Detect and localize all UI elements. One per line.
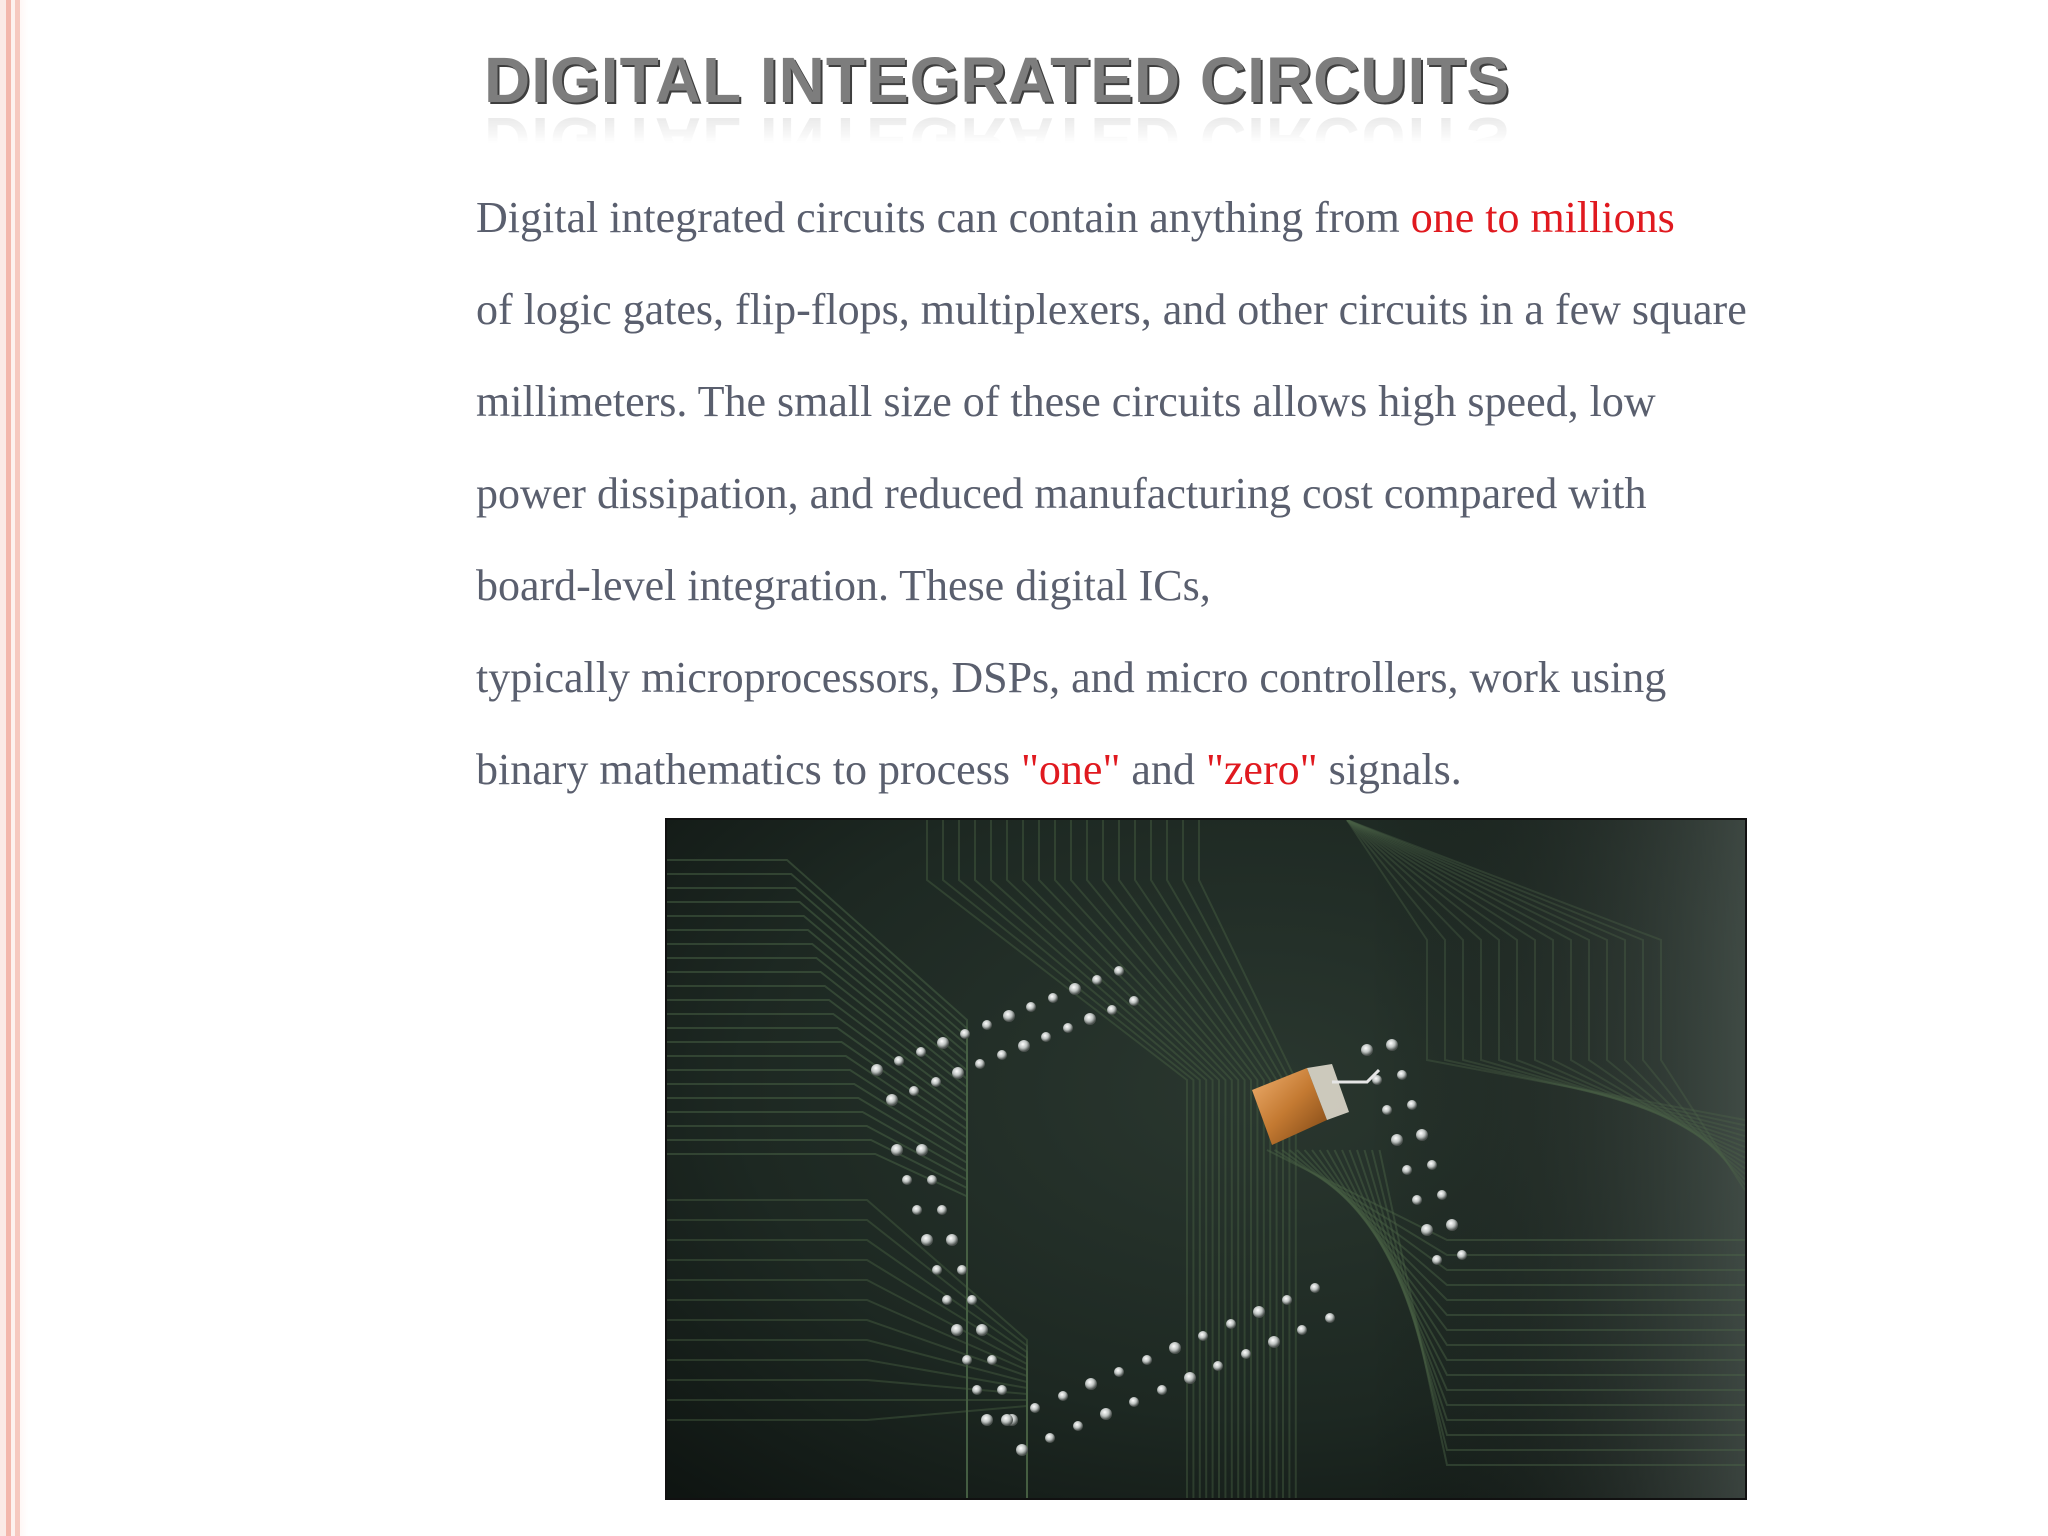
paragraph-line: board-level integration. These digital I… [476,561,1211,610]
highlighted-text: "one" [1020,745,1121,794]
ic-chip [1252,1064,1381,1145]
paragraph-line: power dissipation, and reduced manufactu… [476,469,1647,518]
slide-left-border [0,0,28,1536]
highlighted-text: one to millions [1410,193,1675,242]
circuit-board-photo [665,818,1747,1500]
highlighted-text: "zero" [1205,745,1318,794]
circuit-board-illustration [667,820,1745,1498]
paragraph-text: Digital integrated circuits can contain … [476,193,1411,242]
paragraph-line: binary mathematics to process "one" and … [476,724,2036,816]
slide-body-paragraph: Digital integrated circuits can contain … [476,172,2036,816]
paragraph-text: signals. [1317,745,1462,794]
paragraph-line: typically microprocessors, DSPs, and mic… [476,653,1667,702]
paragraph-text: binary mathematics to process [476,745,1021,794]
slide-title-reflection: DIGITAL INTEGRATED CIRCUITS [484,104,1511,176]
paragraph-line: millimeters. The small size of these cir… [476,377,1656,426]
paragraph-line: of logic gates, flip-flops, multiplexers… [476,285,1747,334]
slide-title: DIGITAL INTEGRATED CIRCUITS [484,44,1511,116]
slide-title-block: DIGITAL INTEGRATED CIRCUITS DIGITAL INTE… [484,44,1604,176]
paragraph-line: Digital integrated circuits can contain … [476,172,2036,264]
paragraph-text: and [1120,745,1206,794]
